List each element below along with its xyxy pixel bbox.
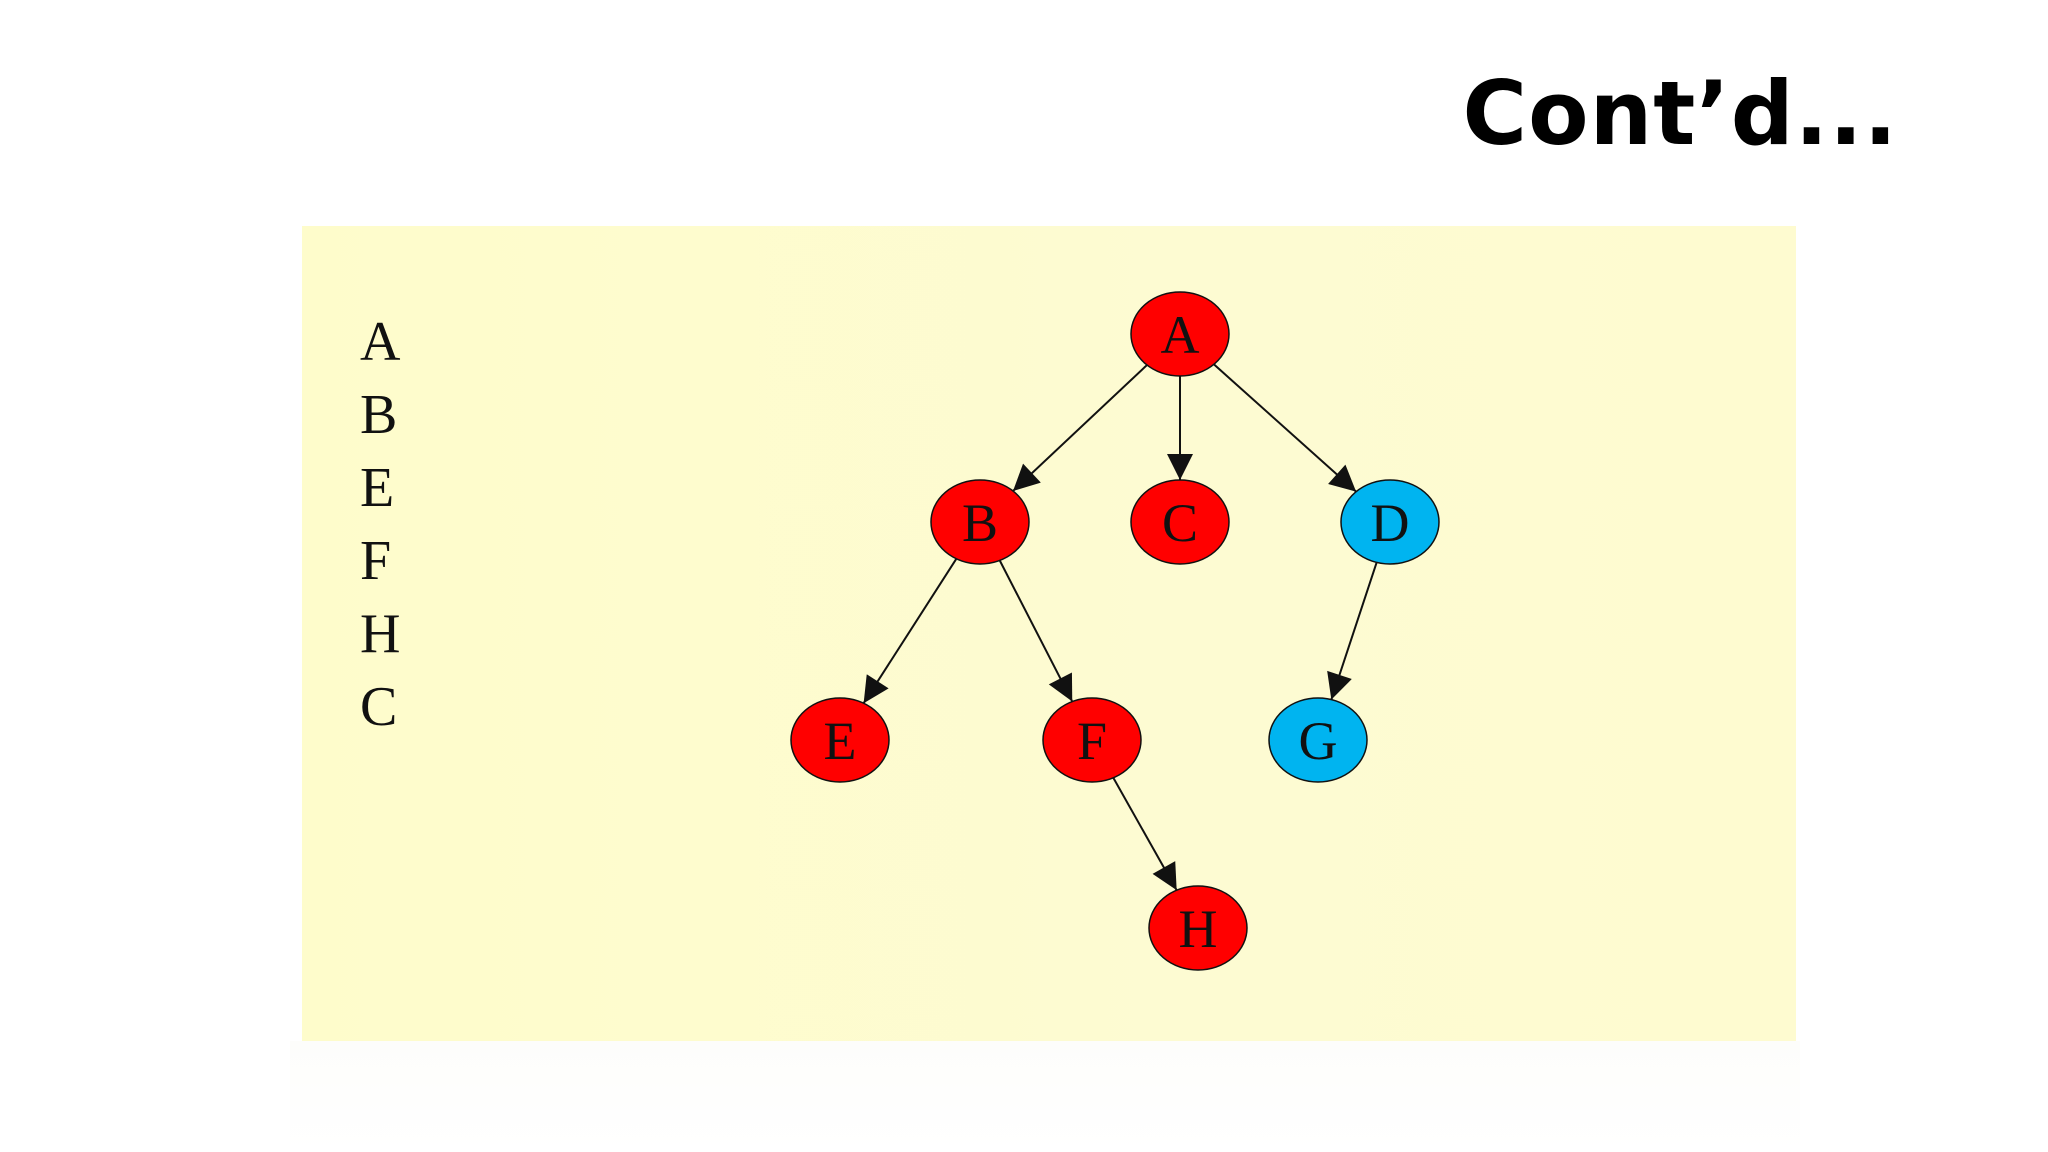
traversal-step: H — [360, 603, 401, 665]
node-g: G — [1268, 697, 1368, 783]
edge-a-b — [1012, 361, 1151, 492]
nodes-layer: A B C D E F G H — [790, 291, 1440, 971]
node-h: H — [1148, 885, 1248, 971]
node-label: G — [1299, 711, 1338, 771]
node-shape — [1130, 479, 1230, 565]
node-label: D — [1371, 493, 1410, 553]
node-shape — [1340, 479, 1440, 565]
edge-f-h — [1110, 774, 1178, 891]
edge-b-f — [997, 556, 1074, 703]
traversal-order-list: A B E F H C — [360, 306, 400, 744]
traversal-step: F — [360, 530, 392, 592]
node-label: F — [1077, 711, 1107, 771]
node-c: C — [1130, 479, 1230, 565]
edge-d-g — [1327, 558, 1379, 700]
edge-b-e — [862, 555, 960, 704]
traversal-step: E — [360, 457, 395, 519]
traversal-step: C — [360, 676, 398, 738]
node-shape — [930, 479, 1030, 565]
node-a: A — [1130, 291, 1230, 377]
node-shape — [1130, 291, 1230, 377]
traversal-step: A — [360, 311, 401, 373]
node-e: E — [790, 697, 890, 783]
node-shape — [1042, 697, 1142, 783]
node-f: F — [1042, 697, 1142, 783]
panel-shadow — [290, 1041, 1800, 1152]
edges-layer — [862, 361, 1379, 891]
node-label: H — [1179, 899, 1218, 959]
traversal-step: B — [360, 384, 398, 446]
node-label: B — [962, 493, 998, 553]
node-label: E — [824, 711, 857, 771]
node-label: C — [1162, 493, 1198, 553]
slide-title: Cont’d... — [1462, 62, 1898, 165]
diagram-panel — [302, 226, 1796, 1041]
node-label: A — [1161, 305, 1200, 365]
node-shape — [1268, 697, 1368, 783]
node-shape — [790, 697, 890, 783]
node-d: D — [1340, 479, 1440, 565]
edge-a-d — [1210, 361, 1357, 493]
node-shape — [1148, 885, 1248, 971]
node-b: B — [930, 479, 1030, 565]
